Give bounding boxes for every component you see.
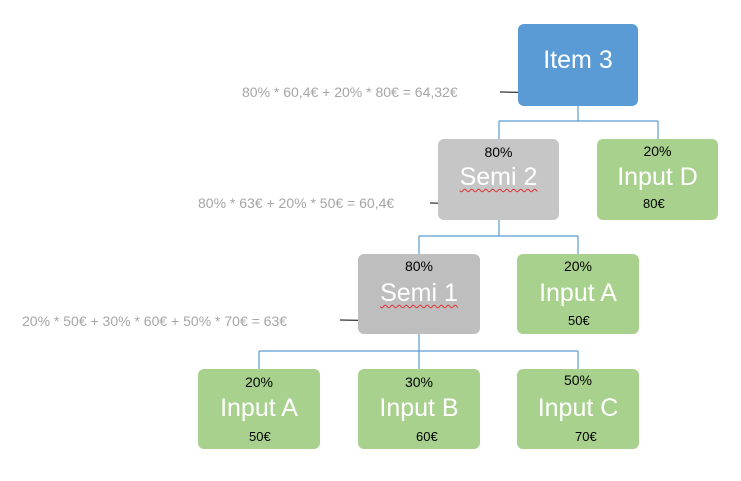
node-inputD: 20% Input D 80€ xyxy=(597,139,718,220)
node-inputB-price: 60€ xyxy=(416,429,438,444)
node-inputB: 30% Input B 60€ xyxy=(358,369,480,449)
node-item3: Item 3 xyxy=(518,24,638,106)
node-inputD-price: 80€ xyxy=(643,196,665,211)
node-inputC-percent: 50% xyxy=(563,372,593,388)
node-semi1-name: Semi 1 xyxy=(380,279,458,307)
node-semi2-name: Semi 2 xyxy=(459,163,538,191)
node-inputA-bottom-price: 50€ xyxy=(249,429,271,444)
node-inputC-price: 70€ xyxy=(575,429,597,444)
node-inputA-bottom-percent: 20% xyxy=(244,374,274,390)
node-inputA-mid-price: 50€ xyxy=(568,313,590,328)
node-inputB-name: Input B xyxy=(379,394,459,422)
formula-item3: 80% * 60,4€ + 20% * 80€ = 64,32€ xyxy=(242,84,458,100)
node-inputC-name: Input C xyxy=(537,394,619,422)
node-inputB-percent: 30% xyxy=(404,374,434,390)
formula-semi2: 80% * 63€ + 20% * 50€ = 60,4€ xyxy=(198,195,395,211)
node-inputD-percent: 20% xyxy=(643,143,672,159)
node-inputA-bottom: 20% Input A 50€ xyxy=(198,369,320,449)
node-semi1: 80% Semi 1 xyxy=(358,254,480,334)
node-inputC: 50% Input C 70€ xyxy=(517,369,639,449)
node-inputA-mid-name: Input A xyxy=(539,279,617,307)
node-inputA-bottom-name: Input A xyxy=(220,394,298,422)
node-inputD-name: Input D xyxy=(617,163,698,191)
node-inputA-mid-percent: 20% xyxy=(563,258,593,274)
node-item3-name: Item 3 xyxy=(543,46,613,74)
node-semi2-percent: 80% xyxy=(484,144,513,160)
formula-semi1: 20% * 50€ + 30% * 60€ + 50% * 70€ = 63€ xyxy=(22,313,288,329)
node-semi2: 80% Semi 2 xyxy=(438,139,559,220)
node-inputA-mid: 20% Input A 50€ xyxy=(517,254,639,334)
node-semi1-percent: 80% xyxy=(404,258,434,274)
